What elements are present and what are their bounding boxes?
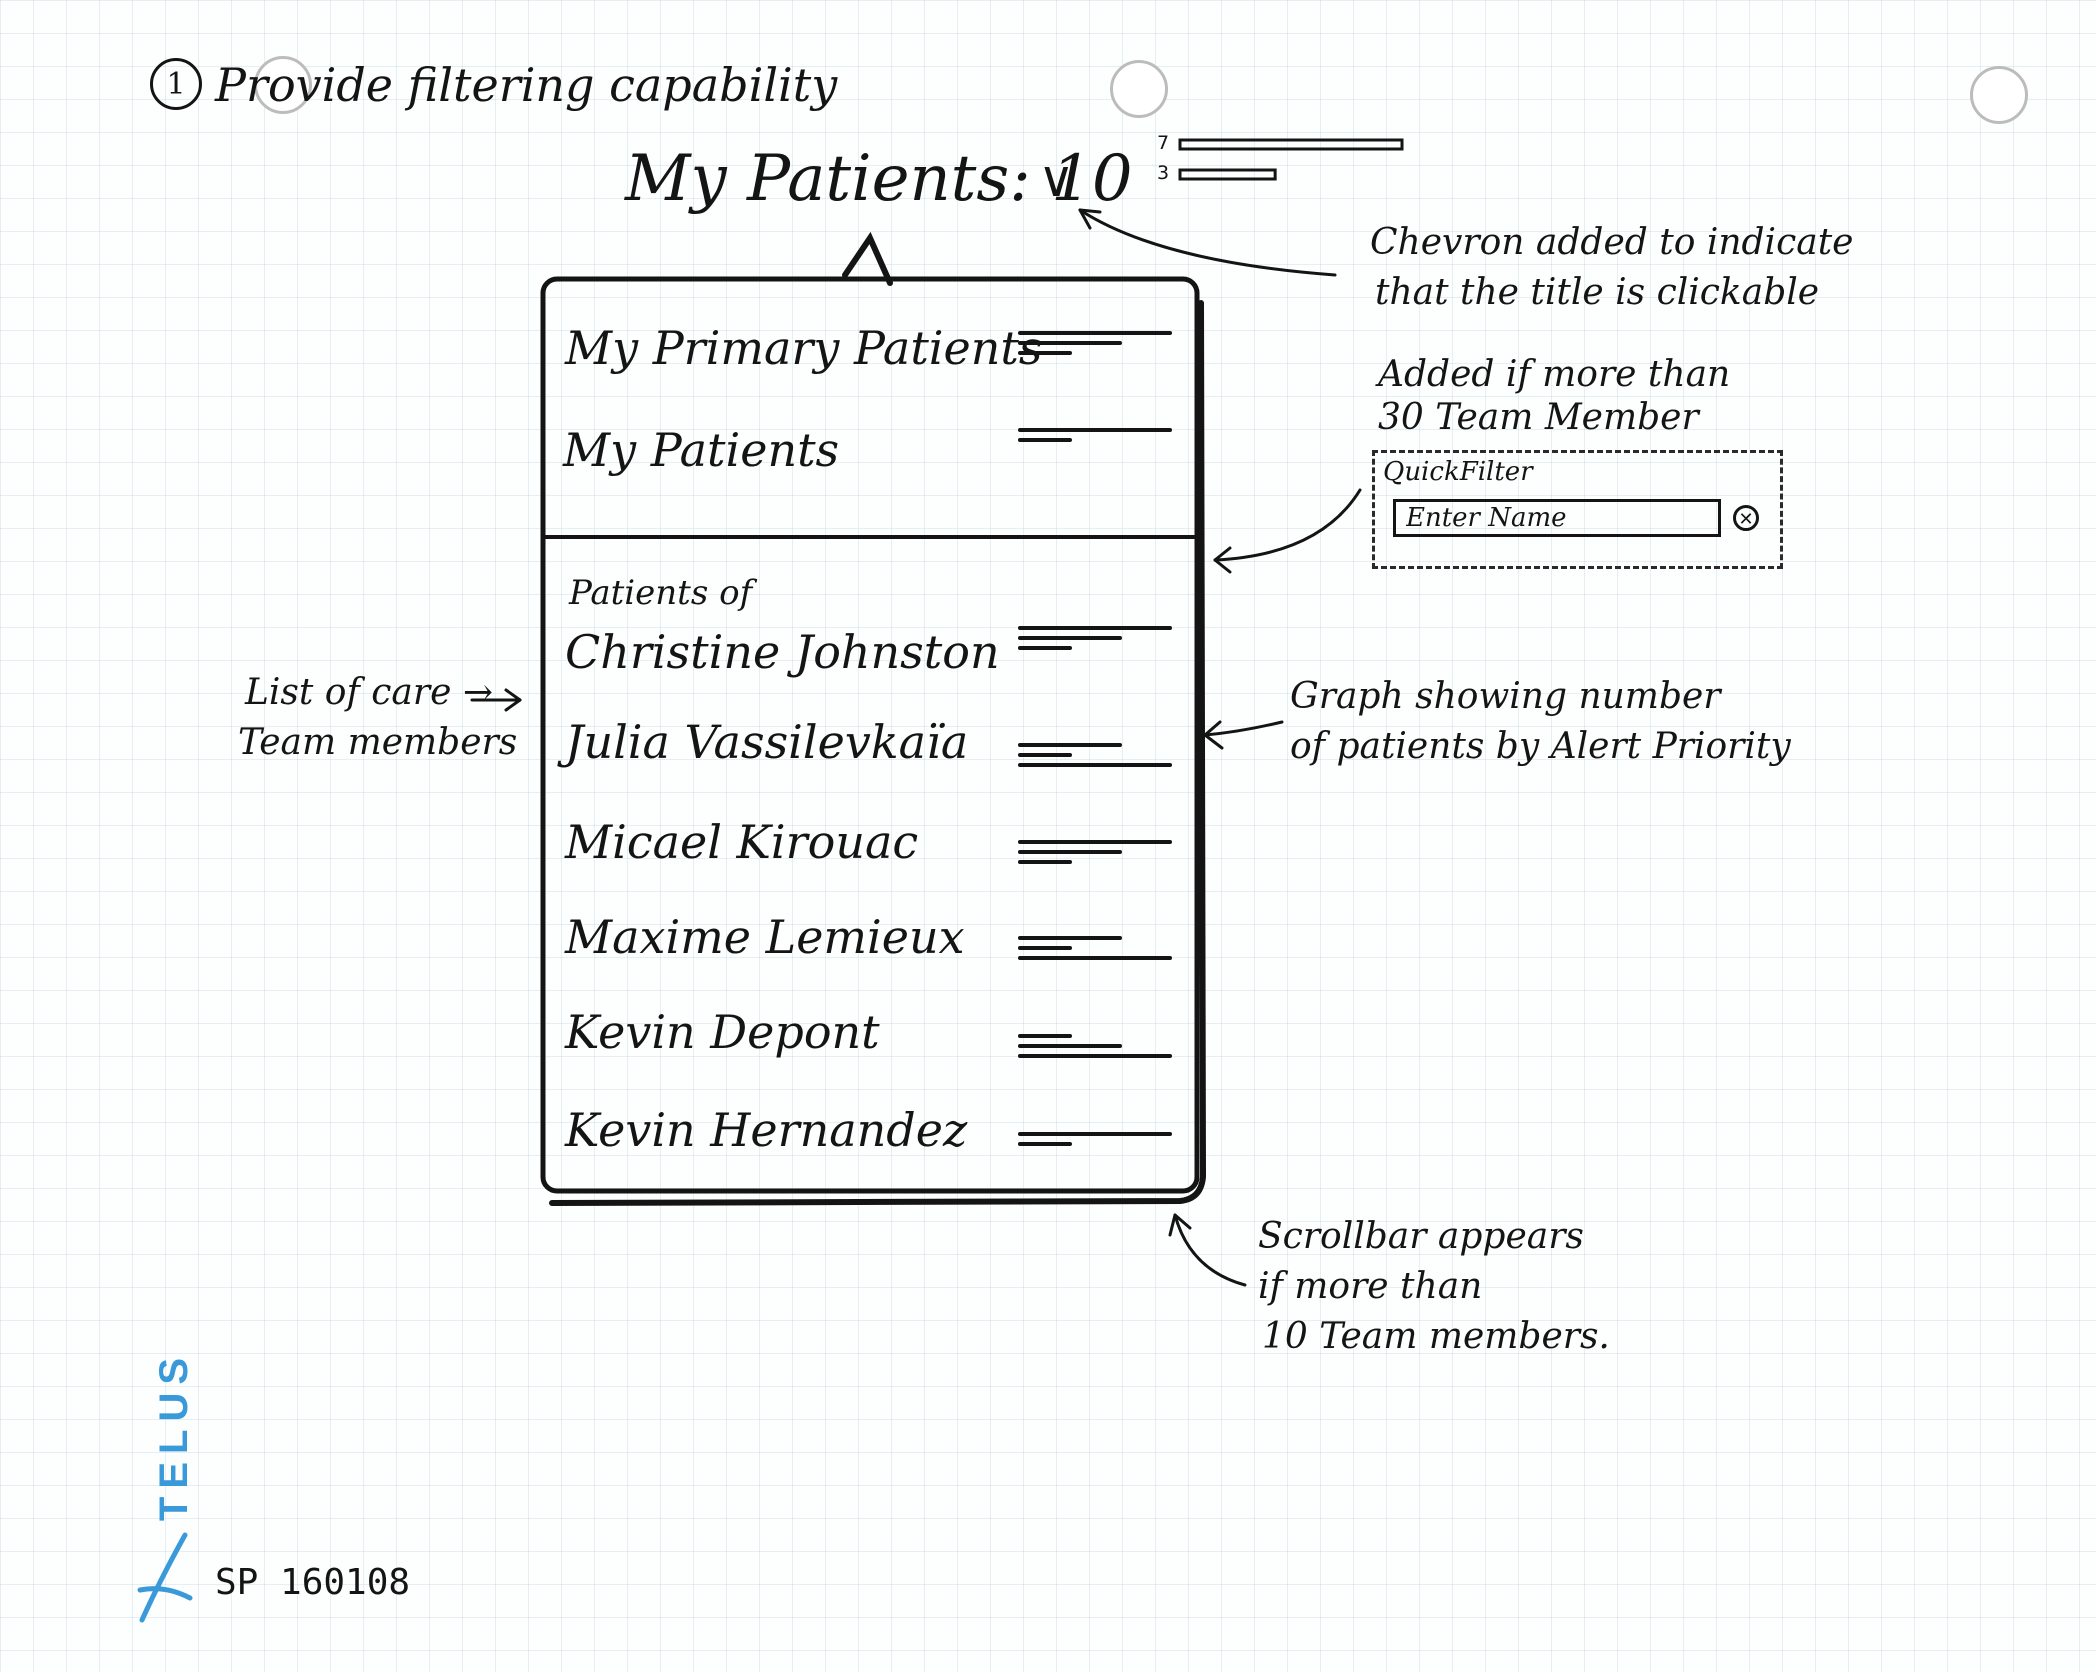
graph-note-line: of patients by Alert Priority	[1290, 726, 1791, 767]
chevron-down-icon[interactable]: ∨	[1038, 150, 1075, 208]
team-member-item[interactable]: Kevin Hernandez	[565, 1103, 968, 1157]
mini-bar-label: 7	[1157, 132, 1170, 154]
binder-hole	[254, 56, 312, 114]
graph-note-line: Graph showing number	[1290, 676, 1721, 717]
clear-icon[interactable]: ✕	[1733, 505, 1759, 531]
telus-swoosh-icon	[137, 1532, 193, 1623]
scrollbar-note-line: Scrollbar appears	[1258, 1216, 1584, 1257]
signoff: SP 160108	[215, 1562, 411, 1603]
binder-hole	[1110, 60, 1168, 118]
team-member-item[interactable]: Micael Kirouac	[565, 815, 919, 869]
quickfilter-label: QuickFilter	[1383, 457, 1533, 487]
telus-logo: TELUS	[130, 1330, 200, 1630]
team-list-note-line: List of care →	[245, 672, 493, 713]
menu-item-my-patients[interactable]: My Patients	[563, 423, 840, 477]
quickfilter-input[interactable]	[1393, 499, 1721, 537]
mini-bar	[1178, 138, 1404, 151]
team-member-item[interactable]: Christine Johnston	[565, 625, 1000, 679]
quickfilter-box: QuickFilter ✕	[1372, 450, 1783, 569]
binder-hole	[1970, 66, 2028, 124]
team-member-item[interactable]: Maxime Lemieux	[565, 910, 965, 964]
team-member-item[interactable]: Kevin Depont	[565, 1005, 880, 1059]
step-number: 1	[150, 58, 202, 110]
scrollbar-note-line: 10 Team members.	[1262, 1316, 1610, 1357]
my-patients-title[interactable]: My Patients: 10	[625, 142, 1133, 216]
mini-bar	[1178, 168, 1277, 181]
scrollbar-note-line: if more than	[1258, 1266, 1483, 1307]
quickfilter-note-line: 30 Team Member	[1378, 397, 1699, 438]
menu-item-my-primary-patients[interactable]: My Primary Patients	[565, 321, 1043, 375]
page-heading: Provide filtering capability	[215, 58, 838, 112]
quickfilter-note-line: Added if more than	[1378, 354, 1731, 395]
section-label: Patients of	[569, 573, 753, 613]
chevron-note-line: that the title is clickable	[1375, 272, 1820, 313]
mini-bar-label: 3	[1157, 162, 1170, 184]
chevron-note-line: Chevron added to indicate	[1370, 222, 1854, 263]
team-list-note-line: Team members	[238, 722, 518, 763]
patients-dropdown: My Primary Patients My Patients Patients…	[535, 275, 1193, 1195]
team-member-item[interactable]: Julia Vassilevkaïa	[565, 715, 969, 769]
